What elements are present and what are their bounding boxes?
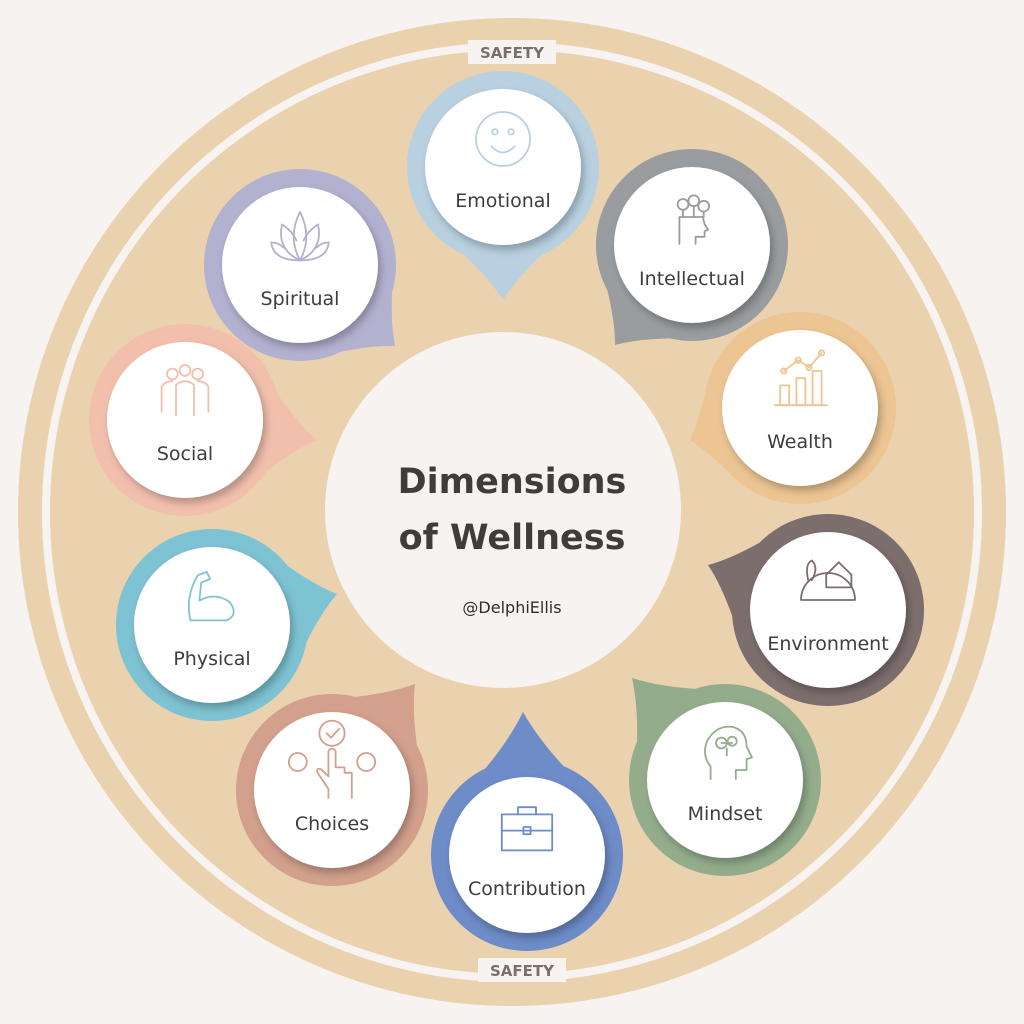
dimension-label: Mindset <box>688 803 763 825</box>
bubble-inner <box>107 342 263 498</box>
dimension-bubble-choices: Choices <box>236 684 428 886</box>
dimension-label: Physical <box>173 648 250 670</box>
center-title-line2: of Wellness <box>399 518 626 558</box>
head-with-brain-icon <box>704 725 753 780</box>
dimension-bubble-contribution: Contribution <box>431 712 623 951</box>
flexed-arm-icon <box>187 570 235 622</box>
safety-label-bg-bottom <box>478 958 566 982</box>
bubble-tail <box>463 254 543 300</box>
smiley-face-icon <box>475 111 531 167</box>
author-handle: @DelphiEllis <box>462 598 561 617</box>
bubble-inner <box>449 777 605 933</box>
dimension-label: Social <box>157 443 213 465</box>
group-of-people-icon <box>160 364 210 417</box>
dimension-label: Contribution <box>468 878 586 900</box>
bubble-inner <box>134 547 290 703</box>
dimension-bubble-physical: Physical <box>116 529 337 721</box>
dimension-bubble-environment: Environment <box>708 514 924 706</box>
bar-chart-growth-icon <box>773 349 828 407</box>
dimension-bubble-intellectual: Intellectual <box>596 149 788 345</box>
safety-label-bottom: SAFETY <box>490 962 555 980</box>
bubble-inner <box>647 702 803 858</box>
dimension-label: Emotional <box>455 190 550 212</box>
safety-label-bg-top <box>468 40 556 64</box>
hand-pointing-choice-icon <box>287 719 377 799</box>
head-with-flowers-icon <box>676 194 711 245</box>
safety-label-top: SAFETY <box>480 44 545 62</box>
dimension-label: Choices <box>295 813 369 835</box>
center-circle <box>325 332 681 688</box>
bubble-inner <box>750 532 906 688</box>
bubble-tail <box>287 565 337 642</box>
dimension-label: Wealth <box>767 431 833 453</box>
dimension-label: Intellectual <box>639 268 745 290</box>
bubble-inner <box>425 89 581 245</box>
center-title-line1: Dimensions <box>398 462 627 502</box>
bubble-inner <box>222 187 378 343</box>
dimension-bubble-spiritual: Spiritual <box>204 169 396 361</box>
bubble-inner <box>614 167 770 323</box>
bubble-tail <box>485 712 564 769</box>
lotus-icon <box>270 210 330 262</box>
bubble-inner <box>722 330 878 486</box>
briefcase-icon <box>500 806 554 852</box>
dimension-bubble-emotional: Emotional <box>407 71 599 300</box>
dimension-bubble-social: Social <box>89 324 317 516</box>
dimension-bubble-mindset: Mindset <box>629 678 821 876</box>
bubble-inner <box>254 712 410 868</box>
dimension-bubble-wealth: Wealth <box>690 312 896 504</box>
dimension-label: Environment <box>767 633 888 655</box>
earth-with-house-icon <box>800 559 856 601</box>
dimension-label: Spiritual <box>261 288 340 310</box>
